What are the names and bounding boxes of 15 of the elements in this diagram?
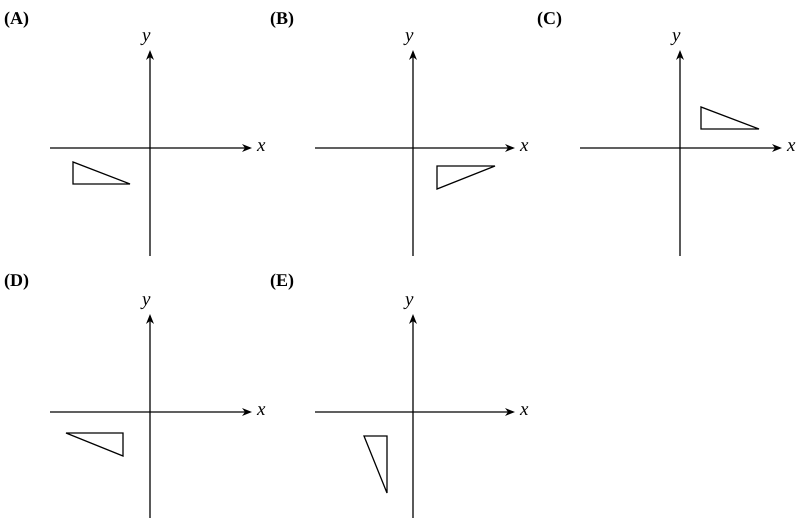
axis-label: y [142, 26, 150, 46]
axis-label: y [672, 26, 680, 46]
panel-label: (D) [4, 270, 29, 290]
axis-label: x [257, 136, 266, 156]
axis-label: x [257, 400, 266, 420]
axis-label: y [405, 26, 414, 46]
axis-label: x [520, 400, 528, 420]
axis-label: x [520, 136, 528, 156]
panel-label: (E) [270, 270, 294, 290]
axis-label: x [787, 136, 796, 156]
axis-label: y [142, 290, 150, 310]
panel-label: (B) [270, 8, 294, 28]
axis-label: y [405, 290, 414, 310]
panel-label: (C) [537, 8, 562, 28]
panel-label: (A) [4, 8, 29, 28]
